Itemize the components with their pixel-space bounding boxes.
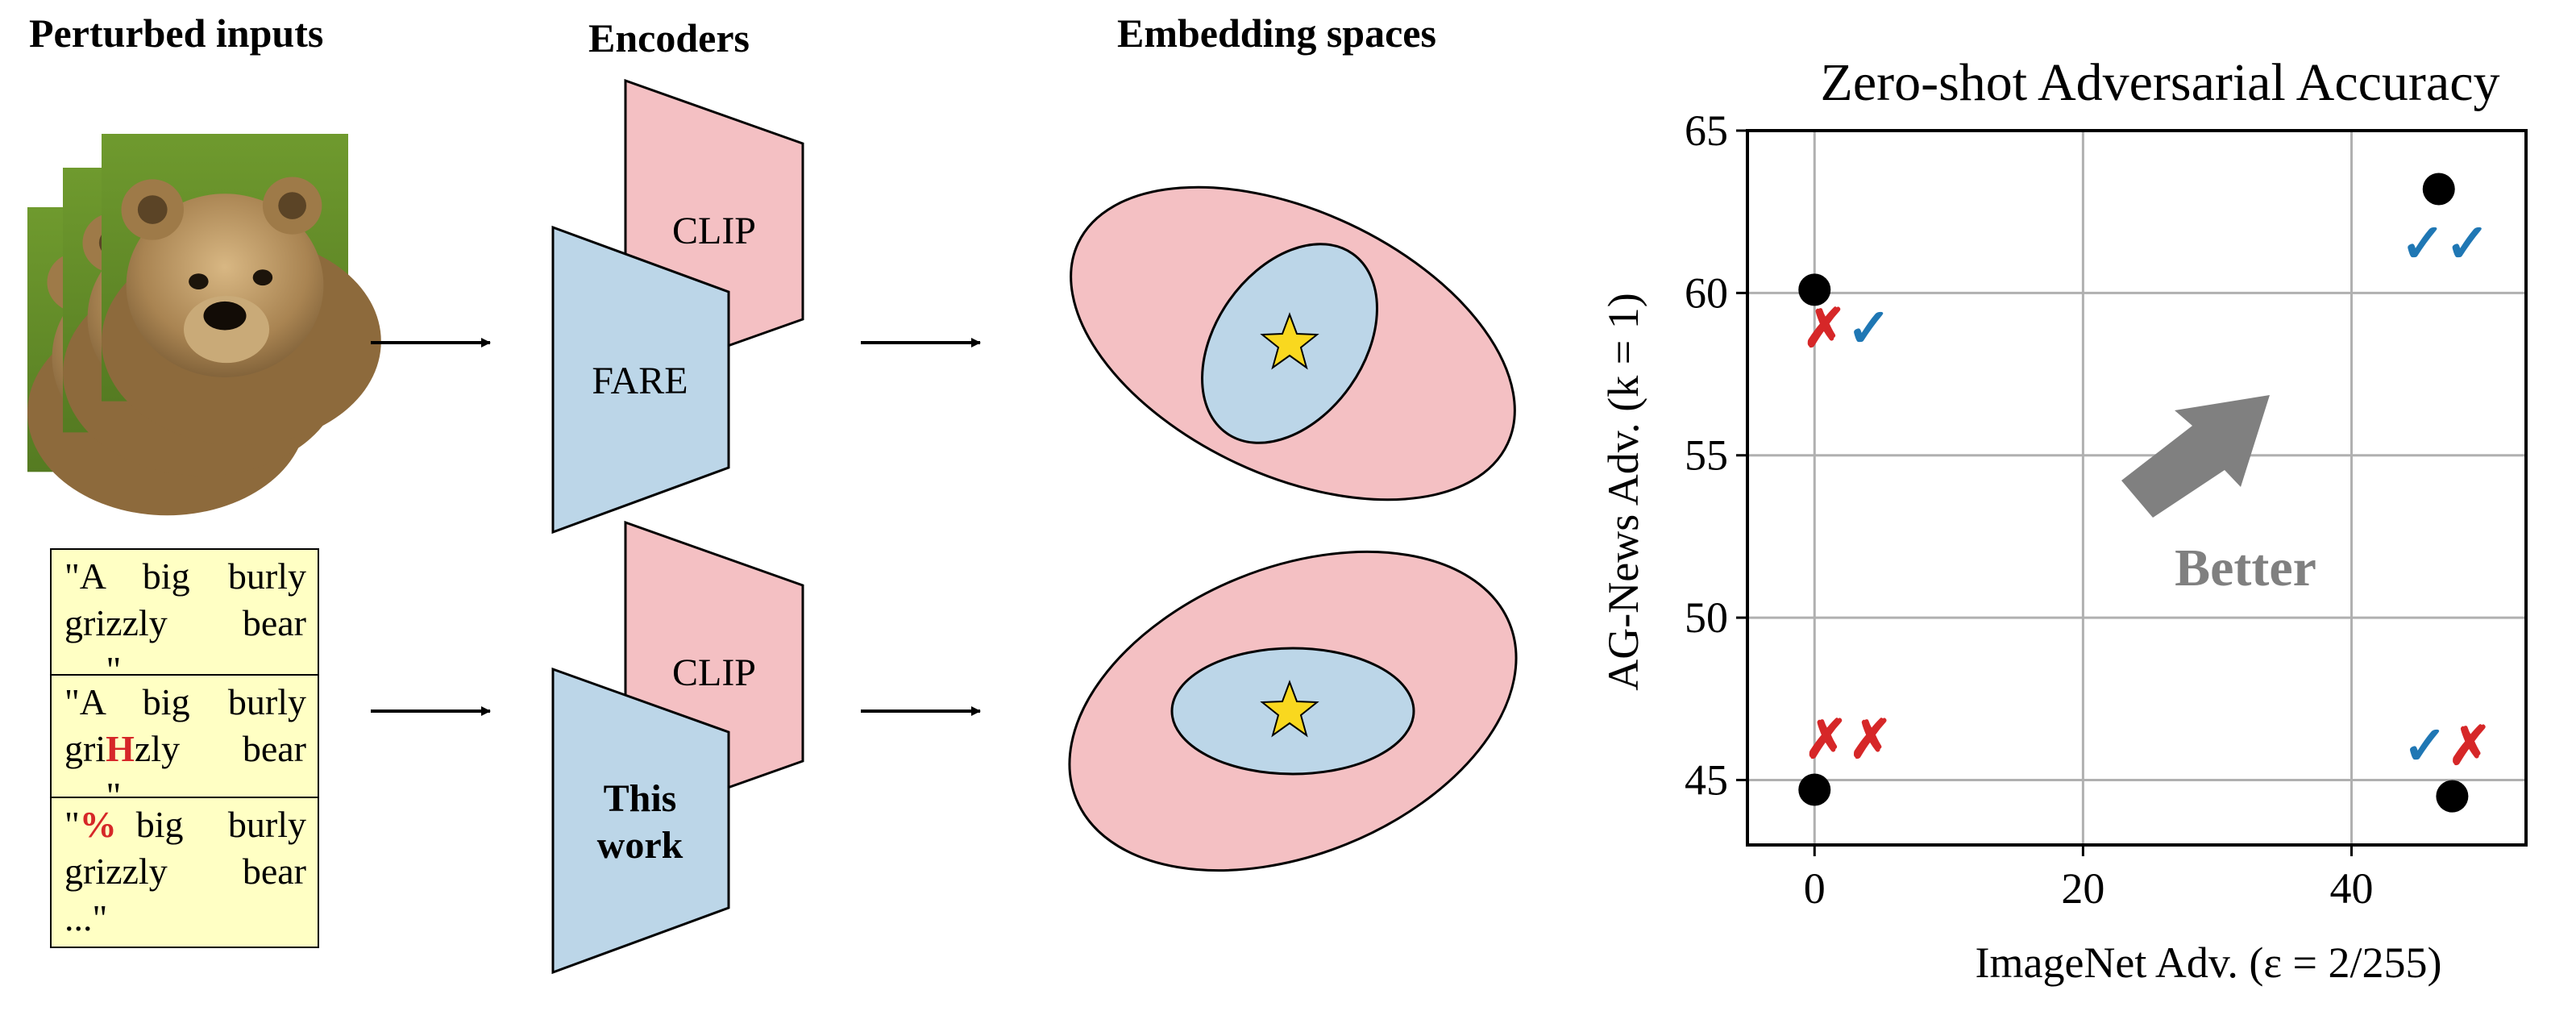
cross-icon: ✗ — [1804, 711, 1848, 770]
inputs-title: Perturbed inputs — [29, 10, 324, 56]
cross-icon: ✗ — [1848, 711, 1893, 770]
text-input-original: "A big burly grizzly bear ." — [52, 550, 318, 674]
pipeline-diagram: CLIP FARE CLIP This work — [27, 78, 1518, 975]
point-marks: ✗✓ — [1802, 299, 1892, 358]
text-fragment: zly — [134, 728, 181, 769]
data-point — [1798, 773, 1831, 806]
point-marks: ✗✗ — [1804, 711, 1893, 770]
check-icon: ✓ — [1847, 299, 1891, 358]
star-icon — [1260, 312, 1319, 370]
text-line: grizzly bear — [64, 600, 306, 647]
clip-label-bottom: CLIP — [672, 651, 756, 694]
clip-label-top: CLIP — [672, 210, 756, 252]
encoders-title: Encoders — [588, 15, 750, 60]
text-word: griHzly — [64, 726, 180, 772]
text-line: ." — [97, 775, 122, 797]
point-marks: ✓✗ — [2403, 718, 2492, 776]
y-tick-label: 55 — [1685, 431, 1728, 480]
zero-shot-chart: Zero-shot Adversarial Accuracy 0 20 40 45 50… — [1599, 53, 2528, 987]
text-input-char-perturbed: "A big burly griHzly bear ." — [52, 674, 318, 797]
chart-points: ✗✓✓✓✗✗✓✗ — [1798, 173, 2492, 813]
y-tick-label: 65 — [1685, 106, 1728, 155]
y-tick-label: 45 — [1685, 755, 1728, 804]
check-icon: ✓ — [2403, 718, 2447, 776]
chart-frame — [1746, 129, 2528, 847]
bear-photo-stack-icon — [27, 134, 381, 516]
text-line: griHzly bear — [64, 726, 306, 772]
perturbed-char: H — [106, 728, 135, 769]
fare-encoder — [551, 225, 730, 535]
x-tick-label: 0 — [1804, 864, 1826, 913]
star-icon — [1260, 680, 1319, 738]
text-word: grizzly — [64, 851, 168, 892]
cross-icon: ✗ — [2447, 718, 2491, 776]
y-tick-label: 50 — [1685, 593, 1728, 642]
text-word: grizzly — [64, 602, 168, 643]
point-marks: ✓✓ — [2400, 214, 2490, 273]
x-tick-label: 40 — [2329, 864, 2373, 913]
this-work-label-1: This — [604, 777, 677, 820]
chart-annotation: Better — [2121, 395, 2316, 597]
check-icon: ✓ — [2400, 214, 2445, 273]
better-arrow-icon — [2121, 395, 2270, 518]
chart-ticks: 0 20 40 45 50 55 60 65 — [1685, 106, 2373, 913]
better-label: Better — [2175, 539, 2316, 597]
this-work-label-2: work — [597, 824, 683, 867]
chart-xlabel: ImageNet Adv. (ε = 2/255) — [1976, 938, 2442, 987]
text-word: "% — [64, 801, 117, 848]
data-point — [1798, 273, 1831, 306]
perturbed-char: % — [79, 804, 117, 845]
text-line: grizzly bear — [64, 848, 306, 895]
text-word: bear — [242, 851, 306, 892]
text-line: ." — [97, 649, 122, 674]
cross-icon: ✗ — [1802, 299, 1847, 358]
y-tick-label: 60 — [1685, 268, 1728, 317]
text-fragment: gri — [64, 728, 106, 769]
text-inputs-box: "A big burly grizzly bear ." "A big burl… — [50, 548, 319, 948]
data-point — [2422, 173, 2455, 206]
this-work-encoder — [551, 667, 730, 975]
chart-title: Zero-shot Adversarial Accuracy — [1821, 53, 2500, 112]
chart-ylabel: AG-News Adv. (k = 1) — [1599, 293, 1647, 690]
text-word: bear — [242, 602, 306, 643]
text-line: "A big burly — [64, 681, 306, 722]
check-icon: ✓ — [2445, 214, 2490, 273]
data-point — [2436, 780, 2469, 813]
text-fragment: " — [64, 804, 80, 845]
text-word: bear — [242, 728, 306, 769]
x-tick-label: 20 — [2061, 864, 2104, 913]
text-line: "A big burly — [64, 556, 306, 597]
embedding-title: Embedding spaces — [1117, 10, 1436, 56]
fare-label: FARE — [592, 360, 688, 402]
text-line: ..." — [64, 897, 108, 938]
